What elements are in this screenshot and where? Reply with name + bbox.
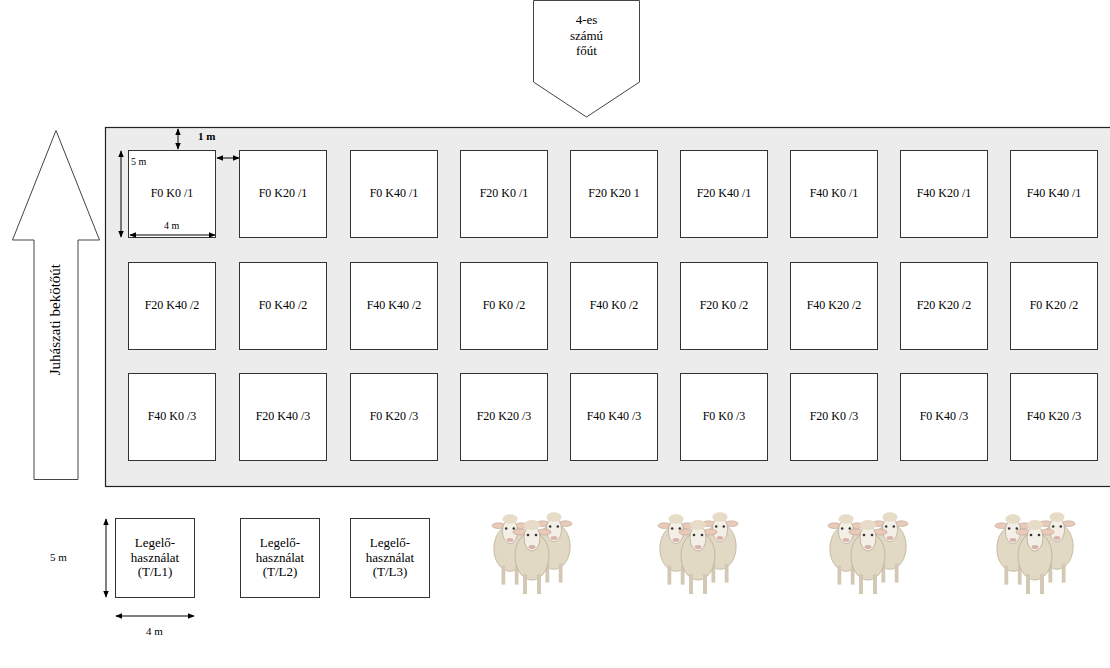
treatment-plot: F0 K0 /2 [460,262,548,350]
dimension-label: 4 m [146,626,163,637]
treatment-plot: F0 K20 /2 [1010,262,1098,350]
plot-label: F40 K0 /2 [590,299,639,313]
sheep-picture [658,512,738,594]
treatment-plot: F0 K0 /3 [680,373,768,461]
pasture-plot: Legelő-használat (T/L1) [115,518,195,598]
sheep-picture [995,512,1075,594]
plot-label: F20 K0 /1 [480,187,529,201]
treatment-plot: F40 K20 /3 [1010,373,1098,461]
treatment-plot: F20 K20 /3 [460,373,548,461]
plot-label: F20 K40 /2 [145,299,200,313]
treatment-plot: F40 K0 /1 [790,150,878,238]
treatment-plot: F40 K20 /2 [790,262,878,350]
treatment-plot: F40 K40 /2 [350,262,438,350]
pasture-plot: Legelő-használat (T/L3) [350,518,430,598]
treatment-plot: F20 K20 /2 [900,262,988,350]
treatment-plot: F40 K40 /3 [570,373,658,461]
plot-label: Legelő-használat (T/L3) [354,536,426,581]
treatment-plot: F0 K0 /1 [128,150,216,238]
sheep-picture [828,512,908,594]
plot-label: F40 K40 /3 [587,410,642,424]
plot-label: F20 K0 /2 [700,299,749,313]
treatment-plot: F0 K40 /3 [900,373,988,461]
plot-label: F20 K40 /3 [256,410,311,424]
treatment-plot: F0 K40 /1 [350,150,438,238]
treatment-plot: F40 K40 /1 [1010,150,1098,238]
treatment-plot: F20 K40 /1 [680,150,768,238]
plot-label: F20 K20 /2 [917,299,972,313]
plot-label: F40 K0 /1 [810,187,859,201]
treatment-plot: F20 K40 /3 [239,373,327,461]
treatment-plot: F20 K0 /2 [680,262,768,350]
treatment-plot: F40 K0 /2 [570,262,658,350]
plot-label: F0 K40 /2 [259,299,308,313]
pasture-plot: Legelő-használat (T/L2) [240,518,320,598]
road-name: 4-es számú főút [563,12,611,59]
plot-label: F20 K20 1 [588,187,639,201]
treatment-plot: F20 K40 /2 [128,262,216,350]
road-sign-arrow: 4-es számú főút [533,0,640,118]
plot-label: F0 K20 /1 [259,187,308,201]
plot-label: F0 K0 /3 [703,410,746,424]
plot-label: F20 K0 /3 [810,410,859,424]
plot-label: Legelő-használat (T/L2) [244,536,316,581]
plot-label: F40 K40 /2 [367,299,422,313]
treatment-plot: F40 K0 /3 [128,373,216,461]
plot-label: F0 K20 /3 [370,410,419,424]
plot-label: F0 K20 /2 [1030,299,1079,313]
sheep-picture [492,512,572,594]
treatment-plot: F20 K20 1 [570,150,658,238]
dimension-label: 5 m [50,552,67,563]
plot-label: Legelő-használat (T/L1) [119,536,191,581]
experiment-field [106,128,1110,487]
plot-label: F0 K0 /1 [151,187,194,201]
plot-label: F40 K40 /1 [1027,187,1082,201]
treatment-plot: F0 K20 /3 [350,373,438,461]
access-road-arrow: Juhászati bekötőút [12,130,100,480]
plot-label: F40 K20 /3 [1027,410,1082,424]
road-name: Juhászati bekötőút [47,264,64,375]
plot-label: F20 K20 /3 [477,410,532,424]
plot-label: F40 K20 /1 [917,187,972,201]
plot-label: F0 K40 /3 [920,410,969,424]
treatment-plot: F20 K0 /1 [460,150,548,238]
treatment-plot: F0 K40 /2 [239,262,327,350]
plot-label: F40 K0 /3 [148,410,197,424]
plot-label: F0 K0 /2 [483,299,526,313]
plot-label: F20 K40 /1 [697,187,752,201]
rotated-text-holder: Juhászati bekötőút [34,240,78,400]
treatment-plot: F40 K20 /1 [900,150,988,238]
plot-label: F0 K40 /1 [370,187,419,201]
plot-label: F40 K20 /2 [807,299,862,313]
dimension-label: 1 m [198,131,215,142]
treatment-plot: F0 K20 /1 [239,150,327,238]
treatment-plot: F20 K0 /3 [790,373,878,461]
